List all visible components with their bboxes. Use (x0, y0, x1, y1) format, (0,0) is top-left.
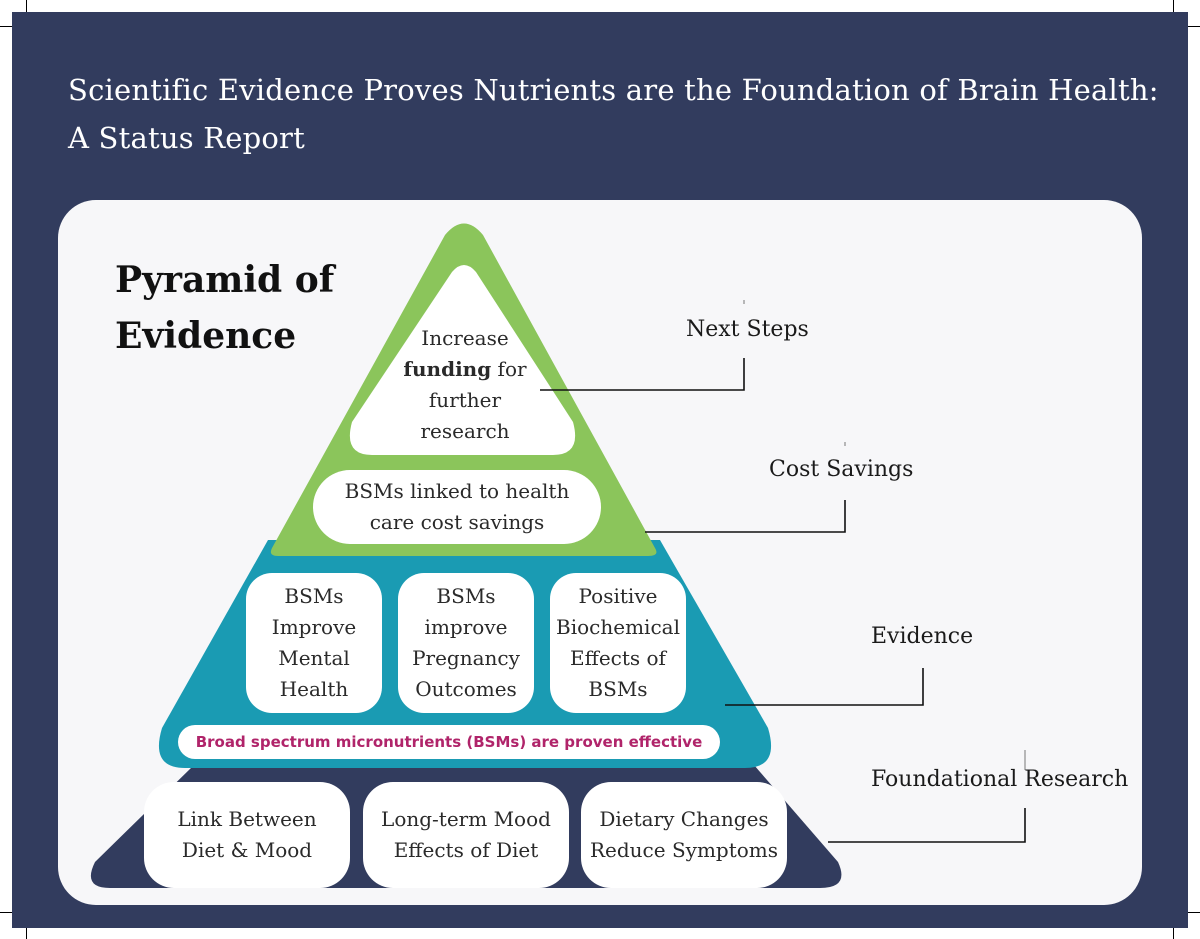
crop-mark (1188, 912, 1200, 913)
next-steps-text: Increase funding for further research (380, 322, 550, 448)
evidence-box-mental-health: BSMs Improve Mental Health (246, 573, 382, 713)
crop-mark (26, 0, 27, 12)
pyramid-heading: Pyramid of Evidence (115, 252, 334, 364)
next-steps-line-4: research (420, 419, 510, 443)
evidence-3-line-2: Biochemical (556, 615, 680, 639)
next-steps-line-1: Increase (421, 326, 509, 350)
micronutrients-banner: Broad spectrum micronutrients (BSMs) are… (178, 725, 720, 759)
funding-emphasis: funding (403, 357, 492, 381)
crop-mark (0, 26, 12, 27)
cost-savings-line-1: BSMs linked to health (344, 479, 570, 503)
label-cost-savings: Cost Savings (769, 457, 914, 482)
evidence-2-line-2: improve (424, 615, 508, 639)
title-line-2: A Status Report (68, 121, 305, 155)
title-line-1: Scientific Evidence Proves Nutrients are… (68, 73, 1159, 107)
next-steps-line-2-rest: for (491, 357, 527, 381)
cost-savings-line-2: care cost savings (369, 510, 545, 534)
foundational-1-line-2: Diet & Mood (181, 838, 313, 862)
foundational-box-diet-mood: Link Between Diet & Mood (144, 782, 350, 888)
foundational-box-long-term: Long-term Mood Effects of Diet (363, 782, 569, 888)
connector-foundational (828, 808, 1026, 843)
evidence-1-line-2: Improve (271, 615, 357, 639)
evidence-3-line-3: Effects of (570, 646, 666, 670)
page-title: Scientific Evidence Proves Nutrients are… (68, 66, 1168, 162)
connector-evidence (725, 668, 924, 706)
foundational-box-dietary-changes: Dietary Changes Reduce Symptoms (581, 782, 787, 888)
evidence-2-line-4: Outcomes (415, 677, 517, 701)
crop-mark (0, 912, 12, 913)
evidence-2-line-1: BSMs (436, 584, 496, 608)
label-foundational-research: Foundational Research (871, 767, 1129, 792)
evidence-box-biochemical: Positive Biochemical Effects of BSMs (550, 573, 686, 713)
crop-mark (1173, 928, 1174, 939)
foundational-2-line-2: Effects of Diet (393, 838, 539, 862)
connector-next-steps (540, 358, 745, 391)
crop-mark (26, 928, 27, 939)
evidence-1-line-4: Health (279, 677, 349, 701)
label-next-steps: Next Steps (686, 317, 809, 342)
evidence-3-line-4: BSMs (588, 677, 648, 701)
crop-mark (1188, 26, 1200, 27)
next-steps-line-2: funding for (403, 354, 526, 385)
heading-line-1: Pyramid of (115, 259, 335, 301)
foundational-1-line-1: Link Between (177, 807, 317, 831)
heading-line-2: Evidence (115, 315, 297, 357)
foundational-3-line-2: Reduce Symptoms (589, 838, 779, 862)
evidence-1-line-1: BSMs (284, 584, 344, 608)
evidence-3-line-1: Positive (578, 584, 658, 608)
foundational-3-line-1: Dietary Changes (599, 807, 769, 831)
evidence-1-line-3: Mental (278, 646, 350, 670)
crop-mark (1173, 0, 1174, 12)
label-evidence: Evidence (871, 624, 974, 649)
evidence-box-pregnancy: BSMs improve Pregnancy Outcomes (398, 573, 534, 713)
next-steps-shape (349, 265, 576, 455)
next-steps-line-3: further (428, 388, 502, 412)
foundational-2-line-1: Long-term Mood (381, 807, 551, 831)
connector-cost-savings (645, 500, 846, 533)
cost-savings-box: BSMs linked to health care cost savings (313, 470, 601, 544)
evidence-2-line-3: Pregnancy (412, 646, 520, 670)
